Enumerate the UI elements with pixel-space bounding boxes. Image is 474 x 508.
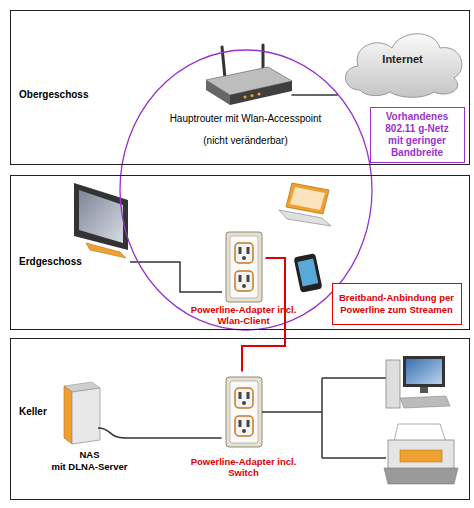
tv-cable xyxy=(130,262,222,292)
nas-side xyxy=(64,386,72,444)
pc-icon xyxy=(386,356,450,408)
adapter-label: Powerline-Adapter incl. Switch xyxy=(188,456,300,479)
printer-paper xyxy=(394,424,446,442)
powerline-adapter: Powerline-Adapter incl. Wlan-Client xyxy=(222,230,266,326)
pc-monitor xyxy=(403,356,445,387)
adapter-label: Powerline-Adapter incl. Wlan-Client xyxy=(188,304,300,327)
floor-band: NASmit DLNA-ServerPowerline-Adapter incl… xyxy=(10,338,470,500)
router-icon xyxy=(206,45,292,105)
note-box: Vorhandenes 802.11 g-Netz mit geringer B… xyxy=(370,107,465,163)
floor-label: Keller xyxy=(19,406,47,418)
phone-icon xyxy=(293,253,322,293)
device-label: NAS xyxy=(79,449,99,460)
pc-screen xyxy=(406,359,442,384)
router-side xyxy=(206,80,230,105)
phone-body xyxy=(293,253,322,293)
floor-band: Powerline-Adapter incl. Wlan-ClientBreit… xyxy=(10,175,470,330)
phone-screen xyxy=(297,259,318,287)
internet-cloud: Internet xyxy=(338,26,468,98)
powerline-adapter: Powerline-Adapter incl. Switch xyxy=(222,372,266,482)
printer-panel xyxy=(400,450,442,462)
device-label: Hauptrouter mit Wlan-Accesspoint xyxy=(170,113,322,125)
router-front xyxy=(230,81,292,105)
laptop-lid xyxy=(286,183,329,214)
nas-cable xyxy=(98,428,125,438)
router-led xyxy=(244,96,247,99)
powerline-adapter-icon xyxy=(226,377,262,447)
floor-label: Obergeschoss xyxy=(19,89,88,101)
tv-screen xyxy=(79,190,123,243)
switch-wire xyxy=(321,378,323,458)
router-node: Hauptrouter mit Wlan-Accesspoint(nicht v… xyxy=(200,45,292,145)
device-note: mit DLNA-Server xyxy=(51,461,127,472)
note-text: Breitband-Anbindung per Powerline zum St… xyxy=(339,292,455,315)
cloud-label: Internet xyxy=(382,53,422,66)
laptop-screen xyxy=(290,187,325,210)
pc-keyboard xyxy=(400,396,450,408)
printer-base xyxy=(384,468,458,484)
connector-line xyxy=(242,258,285,372)
router-led xyxy=(258,93,261,96)
floor-band: InternetHauptrouter mit Wlan-Accesspoint… xyxy=(10,10,470,165)
router-led xyxy=(251,94,254,97)
pc-tower xyxy=(386,360,400,408)
device-note: (nicht veränderbar) xyxy=(203,135,287,147)
nas-front xyxy=(72,388,100,444)
connector-line xyxy=(292,94,338,96)
laptop-icon xyxy=(279,183,331,226)
printer-icon xyxy=(384,424,458,484)
switch-wire xyxy=(322,377,386,379)
laptop-base xyxy=(279,210,331,226)
connector-line xyxy=(125,437,222,439)
floor-label: Erdgeschoss xyxy=(19,256,82,268)
cloud-shape xyxy=(345,33,461,97)
switch-wire xyxy=(322,457,386,459)
printer-body xyxy=(388,440,454,470)
powerline-adapter-icon xyxy=(226,232,262,302)
switch-wire xyxy=(262,411,322,413)
tv-stand xyxy=(86,243,126,258)
pc-stand xyxy=(420,387,428,393)
note-text: Vorhandenes 802.11 g-Netz mit geringer B… xyxy=(377,111,458,159)
note-box: Breitband-Anbindung per Powerline zum St… xyxy=(332,283,462,325)
nas-node: NASmit DLNA-Server xyxy=(55,380,125,474)
nas-icon xyxy=(64,382,125,444)
